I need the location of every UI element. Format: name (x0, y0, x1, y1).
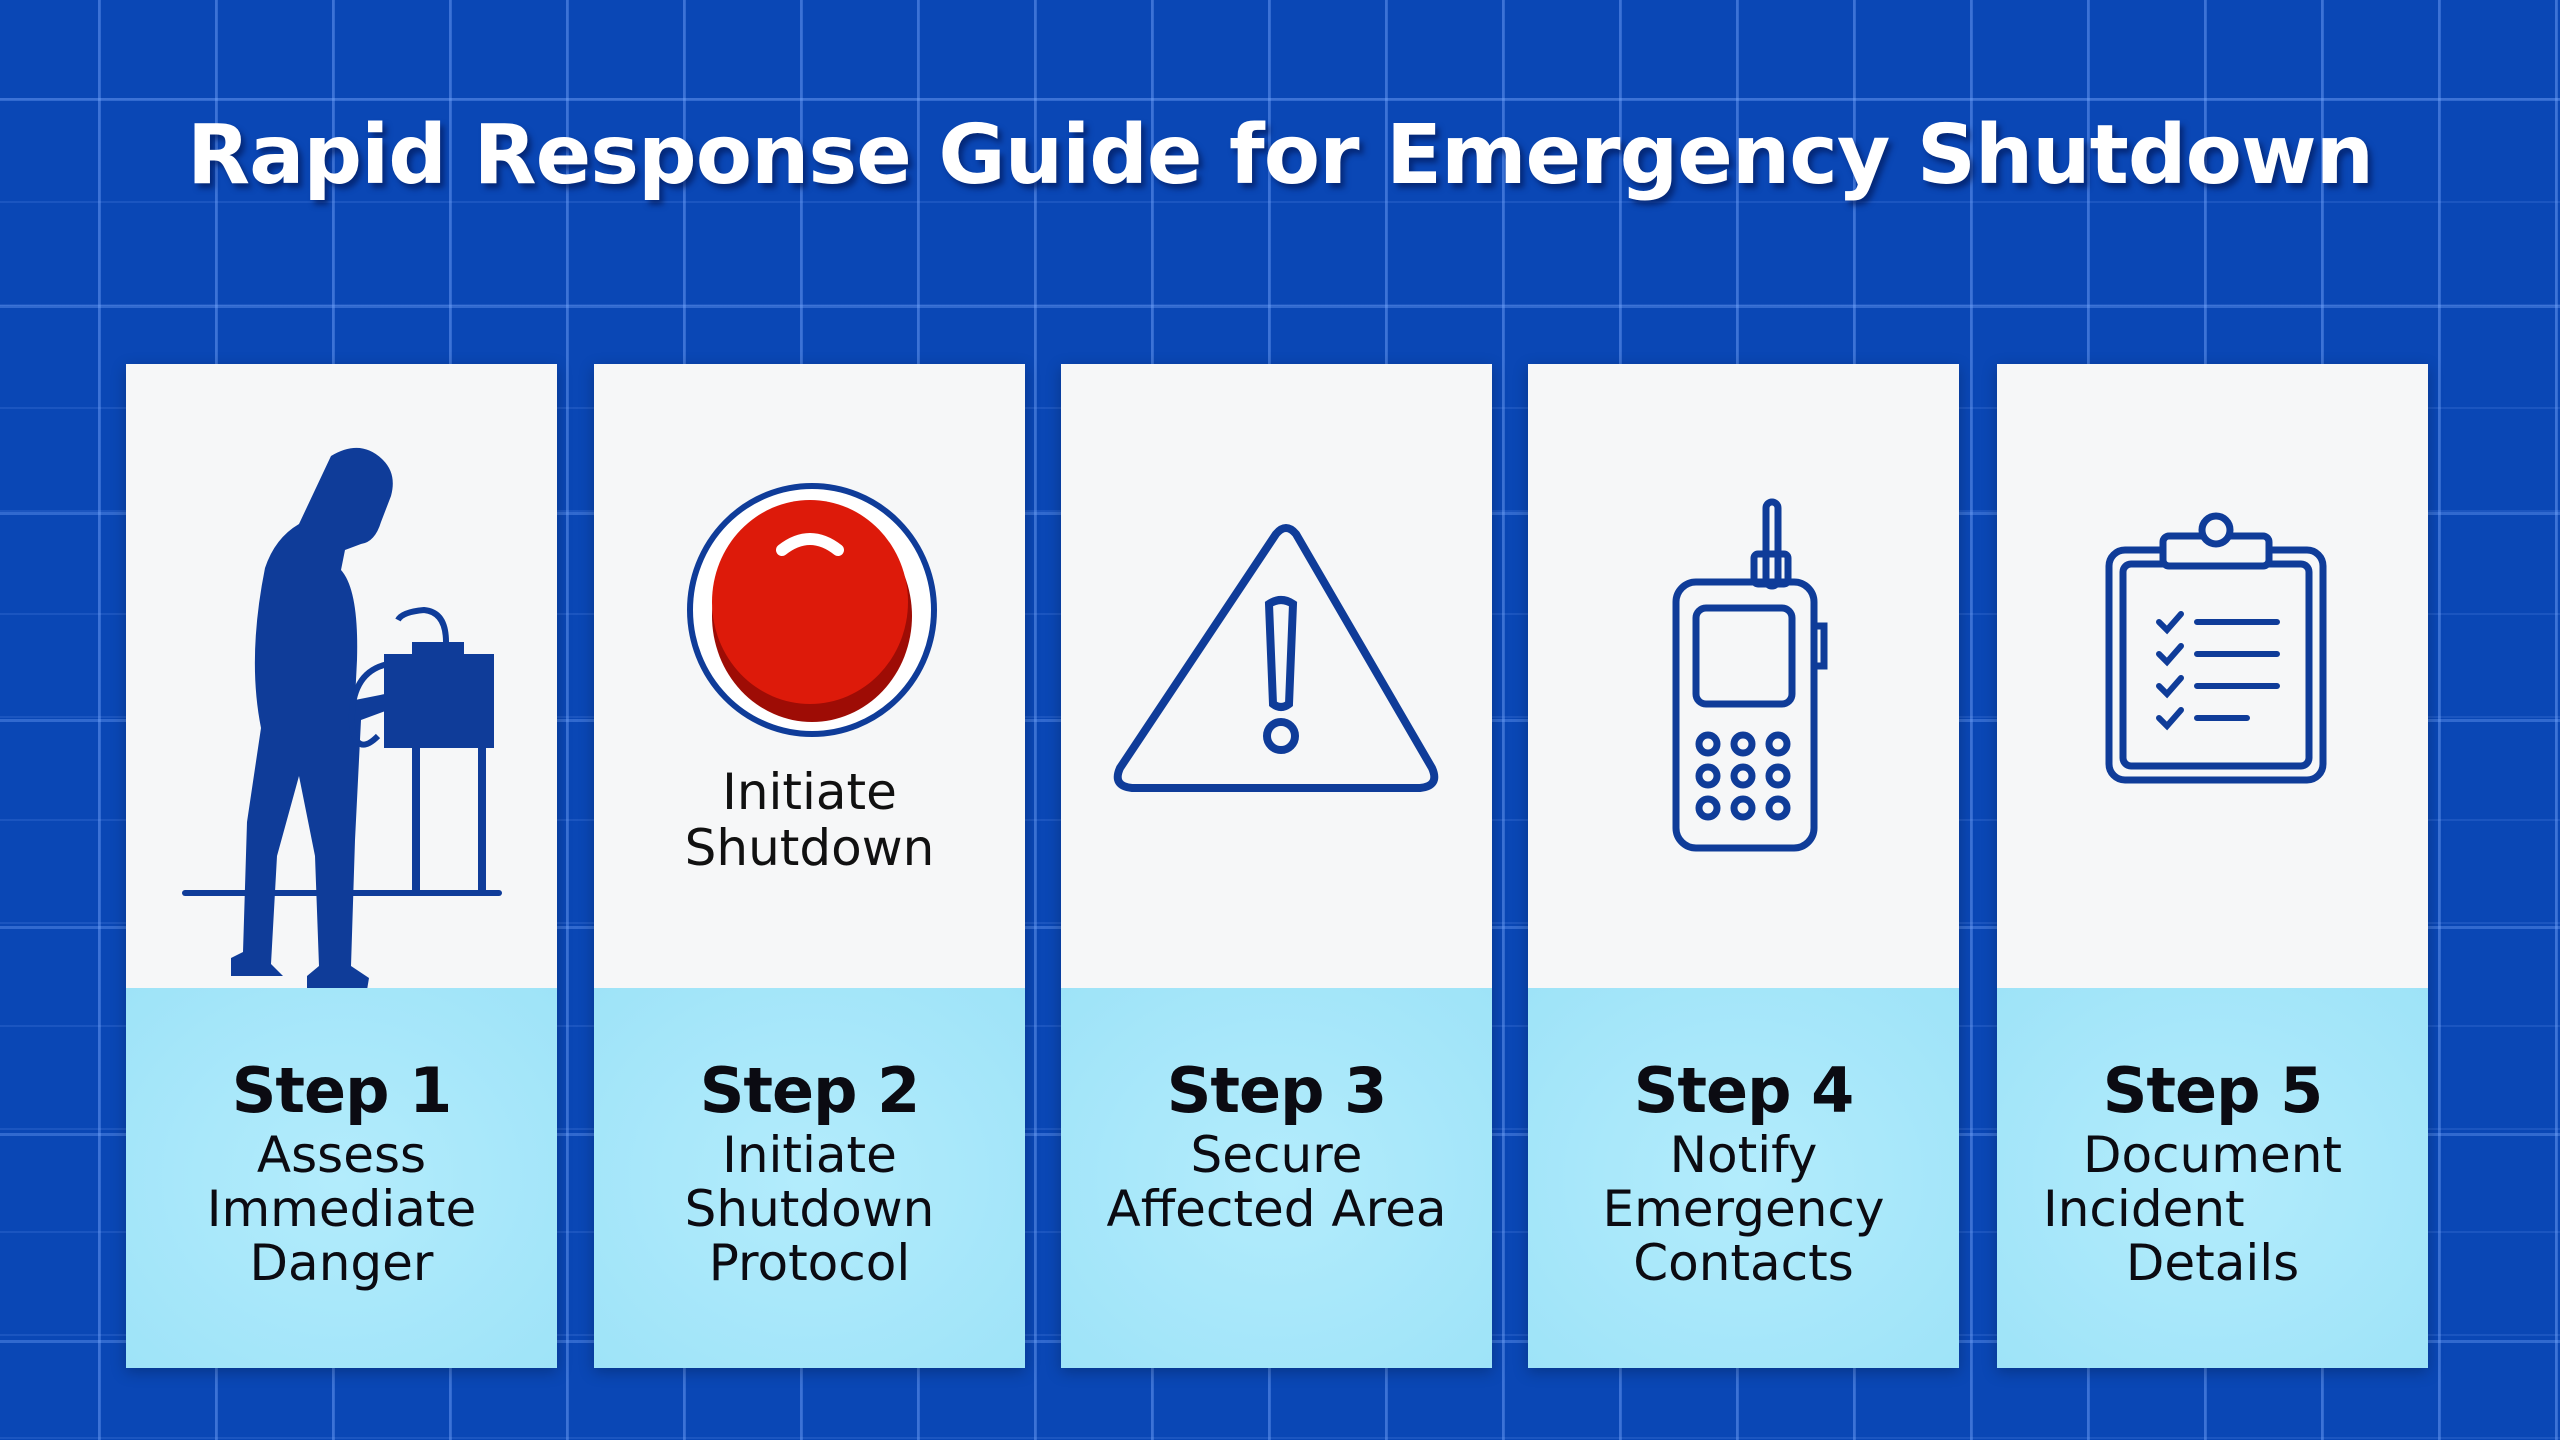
step-title: Step 5 (2102, 1054, 2323, 1127)
desc-line: Danger (249, 1234, 434, 1292)
step-title: Step 2 (699, 1054, 920, 1127)
desc-line: Immediate (206, 1180, 477, 1238)
desc-line: Assess (256, 1126, 427, 1184)
desc-line: Notify (1669, 1126, 1818, 1184)
worker-silhouette-icon (182, 448, 502, 988)
step-description: Document Incident Details (1997, 1128, 2428, 1290)
step-card-3: Step 3 Secure Affected Area (1061, 364, 1492, 1368)
desc-line: Initiate (722, 1126, 897, 1184)
desc-line: Contacts (1633, 1234, 1854, 1292)
step-card-2: Initiate Shutdown Step 2 Initiate Shutdo… (594, 364, 1025, 1368)
desc-line: Emergency (1602, 1180, 1885, 1238)
step-description: Assess Immediate Danger (126, 1128, 557, 1290)
desc-line: Details (2125, 1234, 2300, 1292)
desc-line: Affected Area (1106, 1180, 1447, 1238)
step-card-4: Step 4 Notify Emergency Contacts (1528, 364, 1959, 1368)
step-description: Initiate Shutdown Protocol (594, 1128, 1025, 1290)
desc-line: Document (2082, 1126, 2343, 1184)
warning-triangle-icon (1113, 524, 1439, 792)
step-description: Secure Affected Area (1061, 1128, 1492, 1236)
desc-line: Incident (2043, 1180, 2245, 1238)
desc-line: Protocol (708, 1234, 911, 1292)
desc-line: Shutdown (684, 1180, 935, 1238)
page-title: Rapid Response Guide for Emergency Shutd… (186, 108, 2374, 203)
step-card-5: Step 5 Document Incident Details (1997, 364, 2428, 1368)
step-title: Step 4 (1633, 1054, 1854, 1127)
icon-caption: Initiate Shutdown (594, 764, 1025, 876)
radio-phone-icon (1672, 498, 1828, 852)
desc-line: Secure (1190, 1126, 1363, 1184)
clipboard-checklist-icon (2105, 512, 2327, 784)
caption-line: Initiate (722, 763, 897, 821)
step-title: Step 1 (231, 1054, 452, 1127)
step-title: Step 3 (1166, 1054, 1387, 1127)
red-emergency-button-icon (687, 483, 937, 737)
caption-line: Shutdown (684, 819, 935, 877)
step-card-1: Step 1 Assess Immediate Danger (126, 364, 557, 1368)
step-description: Notify Emergency Contacts (1528, 1128, 1959, 1290)
